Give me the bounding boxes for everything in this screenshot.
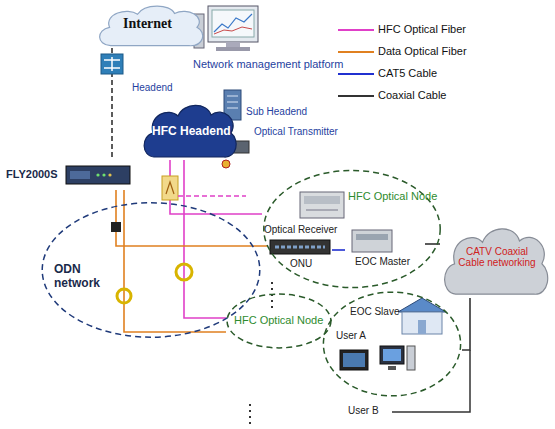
onu: ONU bbox=[268, 238, 332, 272]
annotation-label: Sub Headend bbox=[246, 106, 307, 117]
olt-node: FLY2000S bbox=[4, 160, 132, 190]
cable-connector bbox=[124, 190, 226, 332]
dashed-ellipse bbox=[264, 170, 440, 287]
annotation-label: Network management platform bbox=[193, 58, 343, 70]
node-text: FLY2000S bbox=[6, 168, 58, 180]
node-text: Optical Receiver bbox=[264, 224, 337, 235]
user-region: EOC SlaveUser A bbox=[322, 290, 462, 398]
legend-text: Coaxial Cable bbox=[378, 89, 446, 101]
computer-icon bbox=[194, 6, 258, 51]
cable-connector bbox=[184, 160, 226, 318]
cloud-outline bbox=[100, 6, 203, 46]
legend-line bbox=[338, 73, 374, 75]
onu-icon bbox=[270, 240, 330, 254]
eoc-master-icon bbox=[352, 230, 392, 252]
switch-icon bbox=[101, 54, 123, 74]
fiber-coil bbox=[176, 264, 192, 280]
optical-receiver-icon bbox=[300, 192, 344, 218]
legend-text: Data Optical Fiber bbox=[378, 45, 467, 57]
catv-cloud: CATV Coaxial Cable networking bbox=[440, 222, 552, 298]
cloud-outline bbox=[445, 229, 548, 294]
computer-icon bbox=[380, 346, 415, 370]
cloud-outline bbox=[144, 105, 236, 157]
legend-text: CAT5 Cable bbox=[378, 67, 437, 79]
node-text: EOC Master bbox=[355, 256, 410, 267]
continuation-dots bbox=[249, 404, 251, 424]
cable-connector bbox=[116, 190, 268, 246]
node-text: EOC Slave bbox=[350, 306, 399, 317]
node-text: ONU bbox=[290, 258, 312, 269]
optical-node-region: HFC Optical NodeOptical ReceiverONU EOC M… bbox=[262, 168, 442, 290]
node-text: Internet bbox=[123, 16, 172, 32]
fiber-coil bbox=[117, 289, 131, 303]
node-text: HFC Optical Node bbox=[348, 190, 437, 202]
fiber-stub bbox=[178, 195, 246, 197]
legend-text: HFC Optical Fiber bbox=[378, 23, 466, 35]
dashed-ellipse bbox=[323, 292, 460, 396]
node-text: ODN network bbox=[54, 262, 110, 290]
node-text: HFC Headend bbox=[152, 124, 231, 138]
splitter-icon bbox=[162, 176, 178, 200]
node-text: User A bbox=[336, 330, 366, 341]
odn-region: ODN network bbox=[40, 200, 262, 340]
dashed-ellipse bbox=[227, 294, 331, 348]
node-text: HFC Optical Node bbox=[234, 314, 323, 326]
headend-cloud: HFC Headend bbox=[140, 100, 240, 160]
splitter-box bbox=[111, 222, 121, 232]
house-icon bbox=[398, 298, 446, 334]
legend-line bbox=[338, 95, 374, 97]
node-text: CATV Coaxial Cable networking bbox=[456, 246, 538, 268]
optical-receiver: Optical Receiver bbox=[262, 190, 348, 238]
continuation-dots bbox=[271, 282, 273, 312]
internet-cloud: Internet bbox=[95, 2, 207, 48]
annotation-label: Headend bbox=[132, 82, 173, 93]
tv-icon bbox=[340, 350, 368, 370]
annotation-label: Optical Transmitter bbox=[254, 126, 338, 137]
optical-node-region: HFC Optical Node bbox=[226, 293, 332, 349]
eoc-master: EOC Master bbox=[345, 226, 425, 270]
cable-connector bbox=[332, 249, 345, 251]
annotation-label: User B bbox=[348, 405, 379, 416]
cable-connector bbox=[462, 298, 470, 350]
legend-line bbox=[338, 29, 374, 31]
olt-device bbox=[66, 166, 130, 184]
legend-line bbox=[338, 51, 374, 53]
